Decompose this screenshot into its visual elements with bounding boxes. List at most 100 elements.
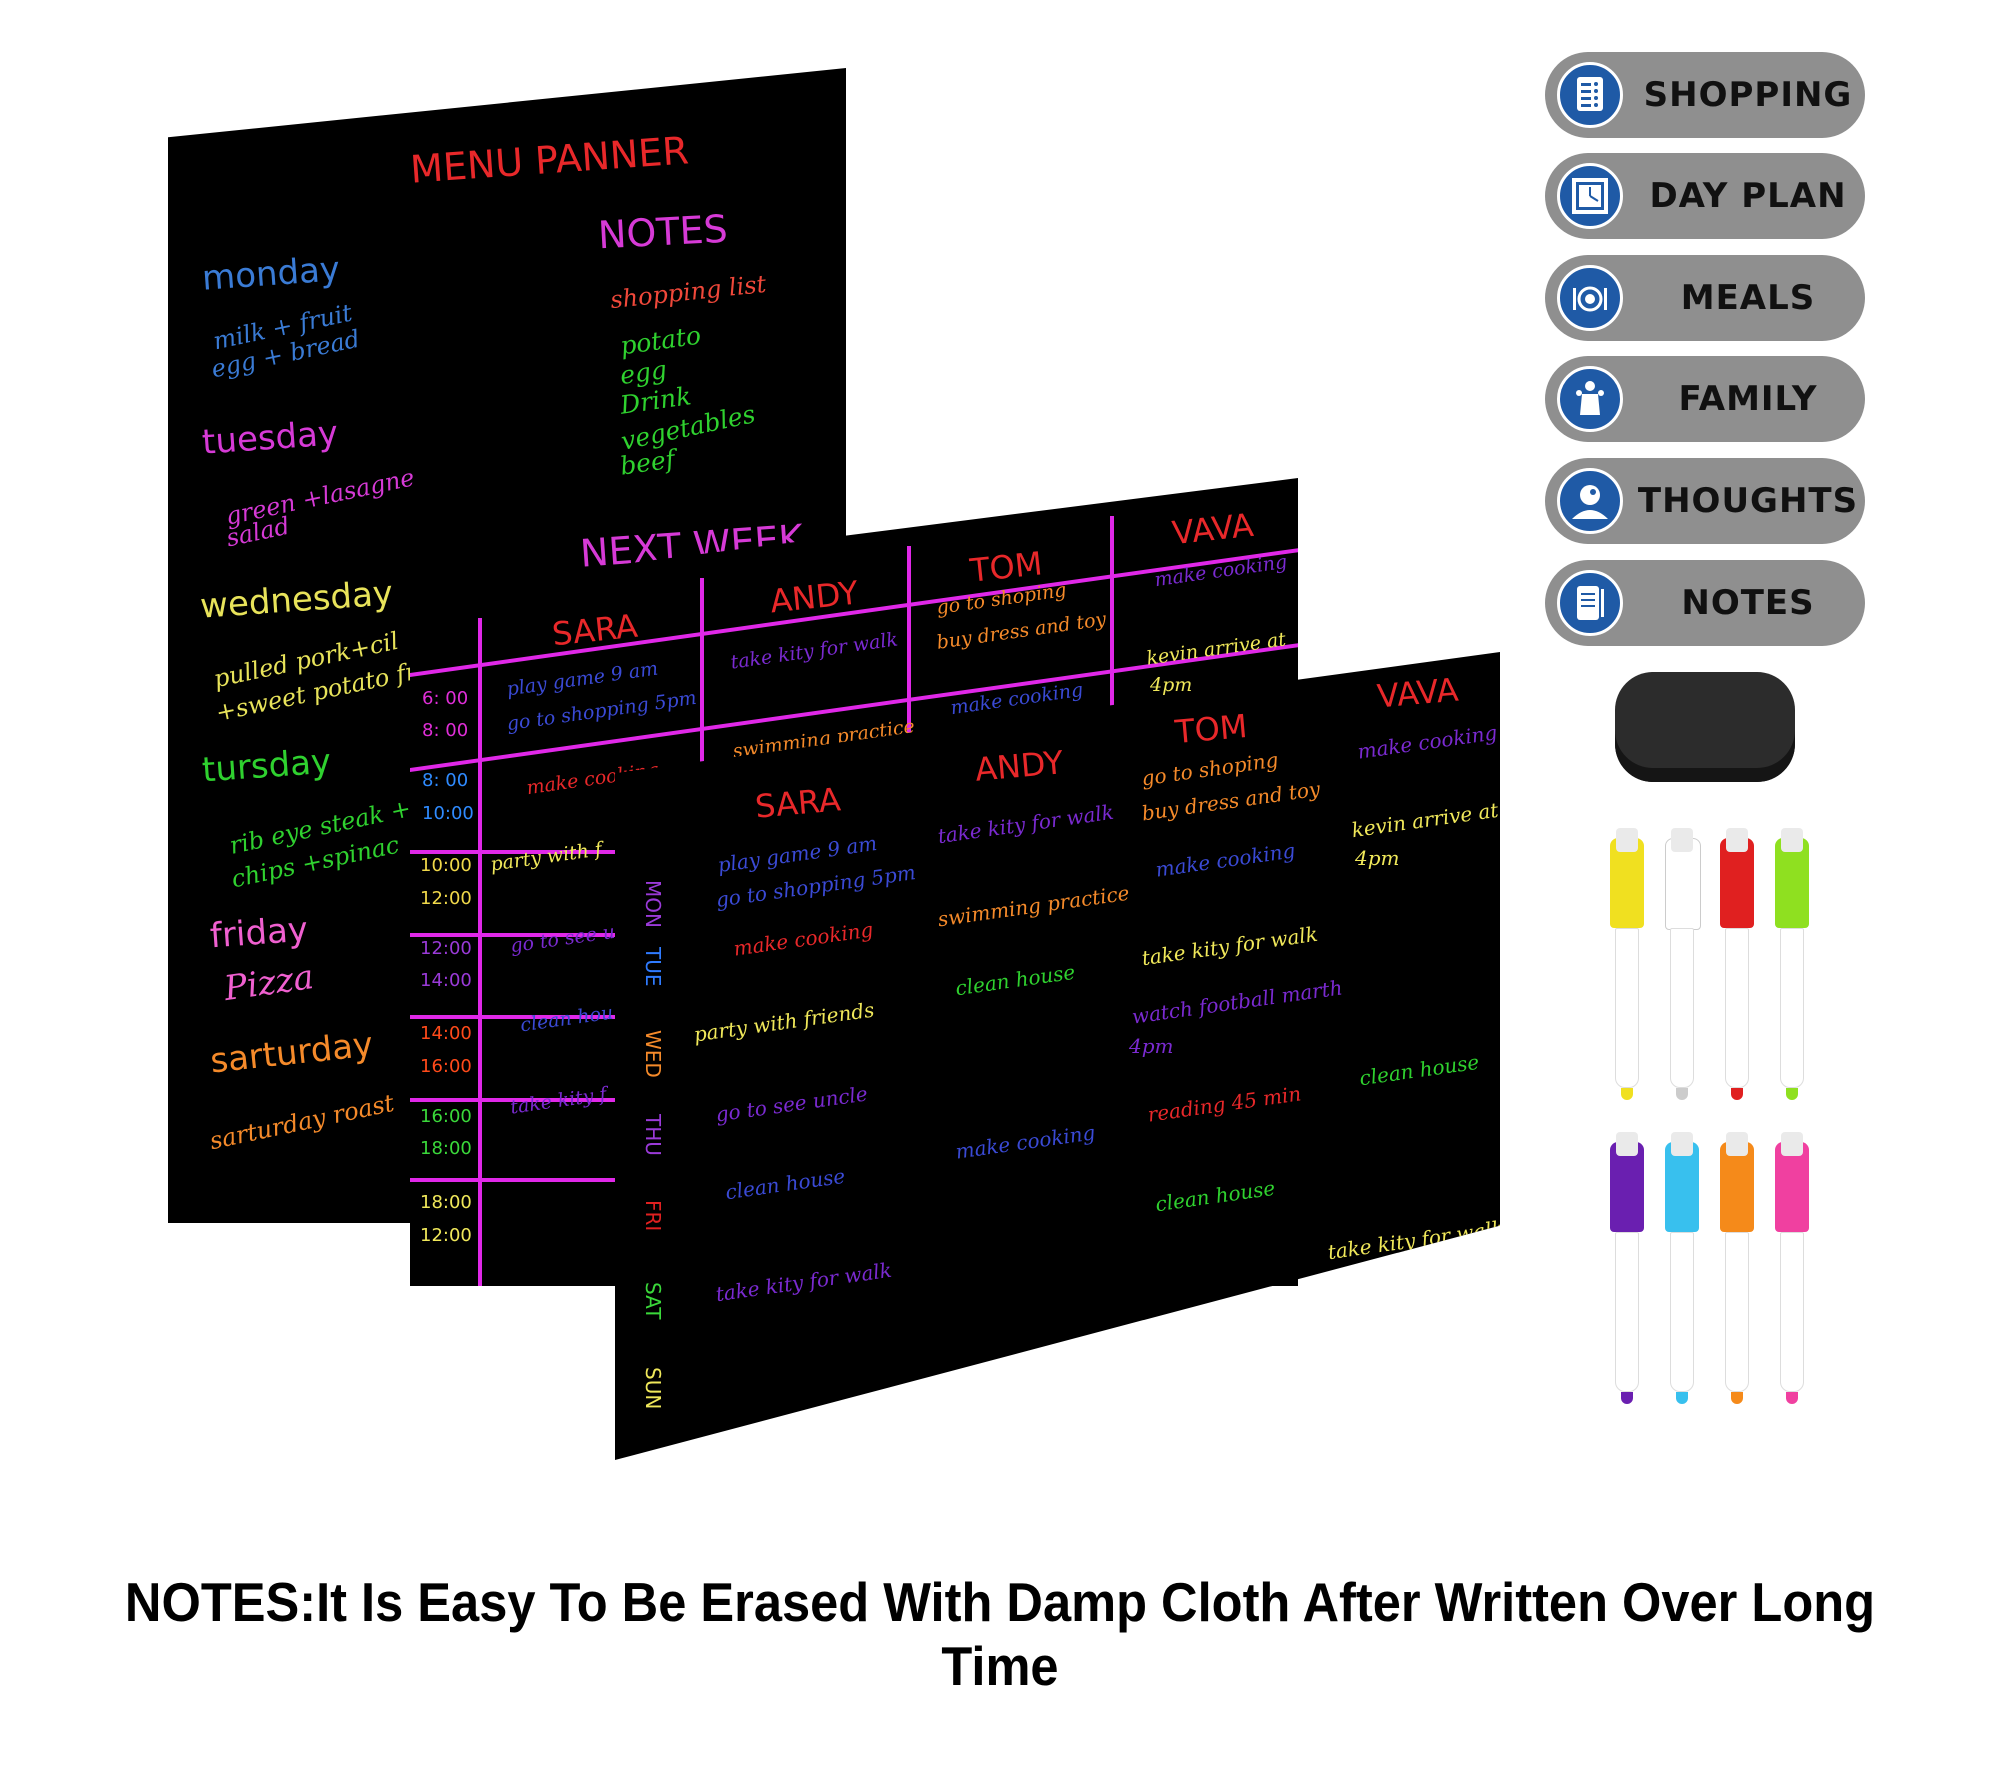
weekday-label: FRI <box>641 1200 665 1232</box>
badge-thoughts: THOUGHTS <box>1545 458 1865 544</box>
badge-shopping: SHOPPING <box>1545 52 1865 138</box>
shopping-item: beef <box>618 444 677 481</box>
dry-erase-marker <box>1720 1132 1754 1412</box>
dry-erase-marker <box>1610 828 1644 1108</box>
planner-cell: swimming practice <box>936 880 1131 932</box>
badge-label: THOUGHTS <box>1637 481 1859 521</box>
schedule-cell: kevin arrive at <box>1145 628 1288 670</box>
planner-cell: take kity for walk <box>936 799 1116 849</box>
marker-eraser-pad <box>1671 1132 1693 1156</box>
marker-cap <box>1775 838 1809 928</box>
head-icon <box>1557 468 1623 534</box>
marker-tip <box>1786 1088 1798 1100</box>
marker-barrel <box>1725 1232 1749 1392</box>
time-slot-start: 18:00 <box>420 1192 472 1213</box>
marker-cap <box>1665 838 1701 930</box>
felt-eraser <box>1615 672 1795 782</box>
column-name-tom: TOM <box>1173 706 1249 752</box>
day-wednesday: wednesday <box>198 573 395 627</box>
day-friday: friday <box>208 909 310 957</box>
time-slot-end: 18:00 <box>420 1138 472 1159</box>
marker-eraser-pad <box>1781 1132 1803 1156</box>
planner-cell: watch football marth <box>1130 975 1344 1029</box>
notepad-icon <box>1557 570 1623 636</box>
marker-eraser-pad <box>1726 1132 1748 1156</box>
grid-line-horizontal <box>410 1098 790 1102</box>
grid-line-horizontal <box>410 850 790 854</box>
time-slot-end: 8: 00 <box>422 720 469 741</box>
day-monday: monday <box>200 249 342 299</box>
schedule-cell: clean hou <box>518 1001 615 1037</box>
planner-cell: 4pm <box>1129 1034 1174 1058</box>
marker-barrel <box>1615 928 1639 1088</box>
weekday-label: WED <box>641 1030 665 1078</box>
planner-cell: clean house <box>953 959 1077 1001</box>
badge-family: FAMILY <box>1545 356 1865 442</box>
dry-erase-marker <box>1610 1132 1644 1412</box>
planner-cell: clean house <box>1153 1175 1277 1217</box>
dry-erase-marker <box>1665 1132 1699 1412</box>
marker-cap <box>1610 1142 1644 1232</box>
marker-cap <box>1610 838 1644 928</box>
planner-cell: take kity for walk <box>714 1257 894 1307</box>
badge-notes: NOTES <box>1545 560 1865 646</box>
marker-tip <box>1676 1088 1688 1100</box>
planner-cell: take kity for walk <box>1140 921 1320 971</box>
dry-erase-marker <box>1775 1132 1809 1412</box>
plate-icon <box>1557 265 1623 331</box>
family-icon <box>1557 366 1623 432</box>
planner-cell: make cooking <box>1356 720 1499 764</box>
schedule-cell: party with f <box>489 838 604 876</box>
marker-eraser-pad <box>1671 828 1693 852</box>
column-name-vava: VAVA <box>1170 505 1256 553</box>
dry-erase-marker <box>1720 828 1754 1108</box>
badge-day-plan: DAY PLAN <box>1545 153 1865 239</box>
badge-label: DAY PLAN <box>1649 176 1847 216</box>
planner-cell: party with friends <box>692 997 876 1047</box>
column-name-sara: SARA <box>753 780 843 826</box>
sarturday-entry: sarturday roast <box>207 1088 397 1156</box>
marker-cap <box>1720 1142 1754 1232</box>
weekday-label: THU <box>641 1114 665 1156</box>
grid-line-vertical <box>478 618 482 1286</box>
weekday-label: MON <box>641 880 665 928</box>
footnote-caption: NOTES:It Is Easy To Be Erased With Damp … <box>124 1571 1876 1697</box>
planner-cell: make cooking <box>954 1120 1097 1164</box>
weekday-label: TUE <box>641 947 665 987</box>
grid-line-horizontal <box>410 933 790 937</box>
planner-cell: kevin arrive at <box>1350 797 1500 843</box>
marker-barrel <box>1615 1232 1639 1392</box>
grid-line-vertical <box>907 546 911 746</box>
time-slot-start: 8: 00 <box>422 770 469 791</box>
time-slot-end: 16:00 <box>420 1056 472 1077</box>
time-slot-start: 16:00 <box>420 1106 472 1127</box>
marker-barrel <box>1670 928 1694 1088</box>
schedule-cell: go to see u <box>508 920 617 958</box>
time-slot-start: 12:00 <box>420 938 472 959</box>
schedule-cell: take kity for walk <box>729 628 900 674</box>
badge-meals: MEALS <box>1545 255 1865 341</box>
schedule-cell: make cooking <box>1153 550 1289 592</box>
planner-cell: make cooking <box>732 917 875 961</box>
planner-cell: 4pm <box>1355 846 1400 870</box>
marker-barrel <box>1725 928 1749 1088</box>
day-sarturday: sarturday <box>208 1024 375 1082</box>
schedule-cell: 4pm <box>1150 674 1193 696</box>
planner-cell: clean house <box>723 1163 847 1205</box>
marker-cap <box>1720 838 1754 928</box>
grid-line-horizontal <box>410 1178 790 1182</box>
marker-tip <box>1621 1088 1633 1100</box>
marker-eraser-pad <box>1726 828 1748 852</box>
weekday-label: SAT <box>641 1282 665 1320</box>
dry-erase-marker <box>1665 828 1701 1108</box>
marker-tip <box>1621 1392 1633 1404</box>
marker-eraser-pad <box>1616 1132 1638 1156</box>
badge-label: MEALS <box>1680 278 1816 318</box>
grid-line-vertical <box>1110 516 1114 716</box>
friday-entry: Pizza <box>221 956 317 1010</box>
marker-cap <box>1775 1142 1809 1232</box>
time-slot-end: 12:00 <box>420 888 472 909</box>
notes-title: NOTES <box>596 206 729 258</box>
shopping-list-title: shopping list <box>608 269 768 315</box>
grid-line-horizontal <box>410 1015 790 1019</box>
